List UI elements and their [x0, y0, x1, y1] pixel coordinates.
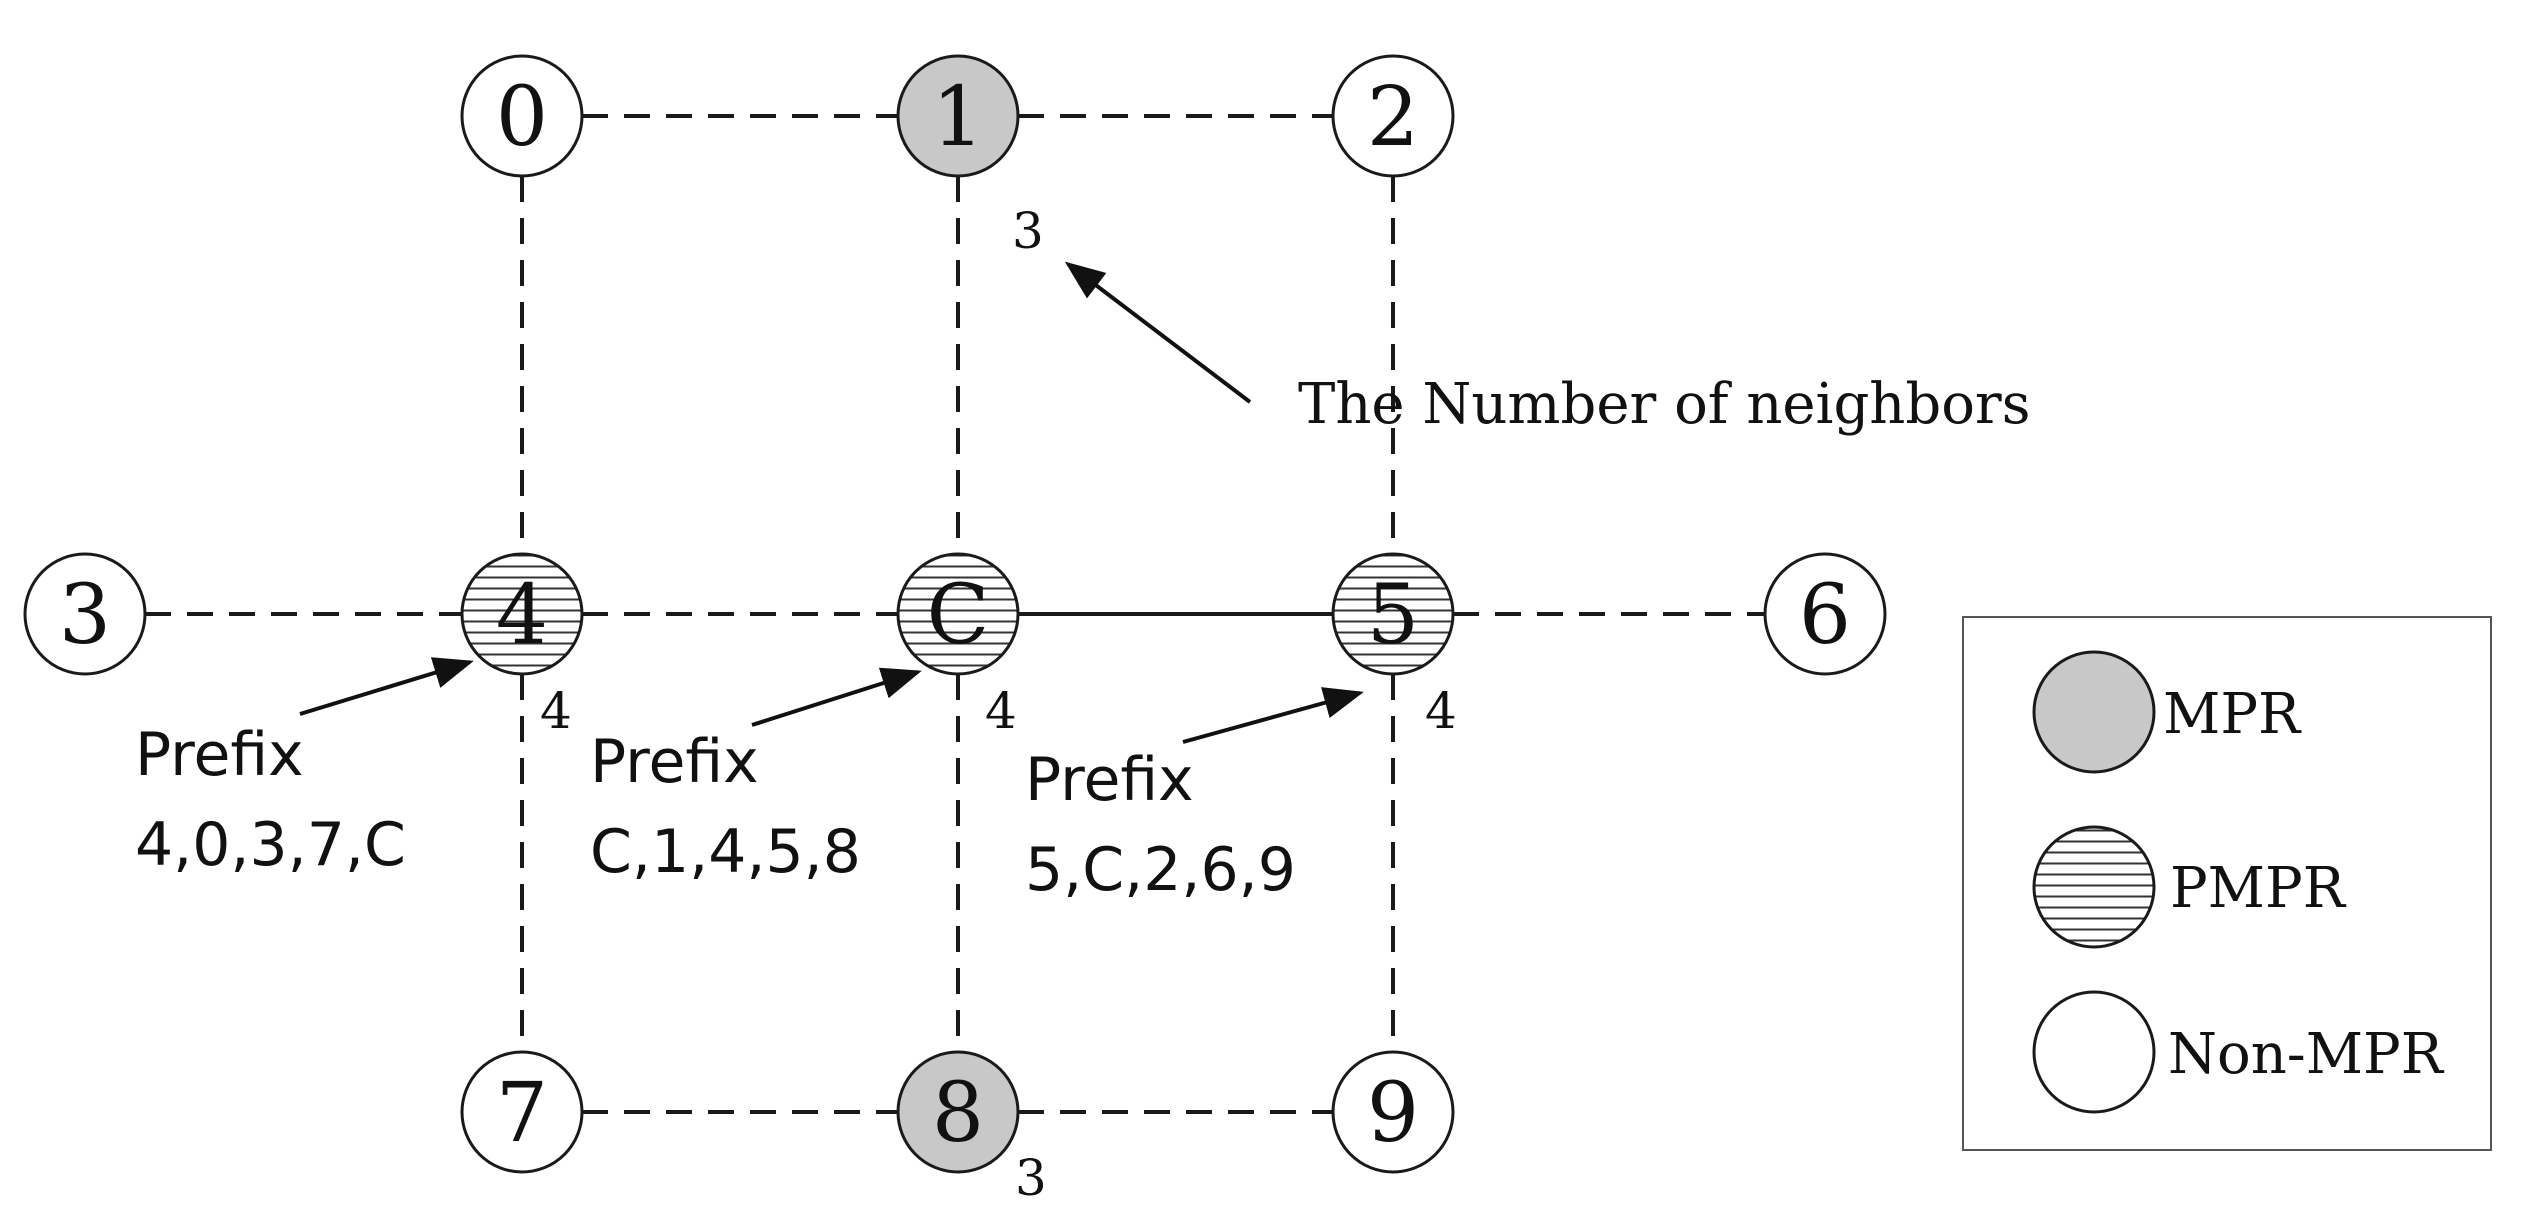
- node-2: 2: [1331, 54, 1455, 178]
- node-8-circle: [896, 1050, 1020, 1174]
- prefix-arrow-c: [751, 667, 922, 727]
- legend-non-mpr-swatch: [2032, 990, 2156, 1114]
- edges: [145, 114, 1765, 1114]
- nodes: 0 1 2 3 4 C 5 6 7 8 9: [23, 54, 1887, 1174]
- node-0-label: 0: [496, 70, 548, 165]
- neighbor-count-node-5: 4: [1425, 682, 1457, 740]
- node-9-label: 9: [1367, 1066, 1419, 1161]
- prefix-arrow-4: [299, 657, 474, 716]
- node-c: C: [896, 552, 1020, 676]
- legend-mpr-swatch: [2032, 650, 2156, 774]
- node-4: 4: [460, 552, 584, 676]
- node-6: 6: [1763, 552, 1887, 676]
- node-2-circle: [1331, 54, 1455, 178]
- node-6-circle: [1763, 552, 1887, 676]
- prefix-label-5: Prefix: [1025, 745, 1194, 815]
- legend: MPR PMPR Non-MPR: [1962, 616, 2492, 1151]
- node-1-circle: [896, 54, 1020, 178]
- node-0: 0: [460, 54, 584, 178]
- node-3: 3: [23, 552, 147, 676]
- prefix-label-4: Prefix: [135, 720, 304, 790]
- node-6-label: 6: [1799, 568, 1851, 663]
- neighbor-count-node-1: 3: [1012, 202, 1044, 260]
- node-c-label: C: [927, 568, 990, 663]
- legend-pmpr-swatch: [2032, 825, 2156, 949]
- node-5: 5: [1331, 552, 1455, 676]
- prefix-label-c: Prefix: [590, 727, 759, 797]
- legend-non-mpr-label: Non-MPR: [2168, 1022, 2445, 1087]
- node-5-label: 5: [1367, 568, 1419, 663]
- prefix-values-c: C,1,4,5,8: [590, 817, 861, 887]
- node-9-circle: [1331, 1050, 1455, 1174]
- legend-mpr-label: MPR: [2163, 682, 2302, 747]
- node-1-label: 1: [932, 70, 984, 165]
- neighbor-count-node-8: 3: [1015, 1149, 1047, 1207]
- prefix-values-4: 4,0,3,7,C: [135, 810, 406, 880]
- legend-pmpr-label: PMPR: [2170, 856, 2347, 921]
- prefix-values-5: 5,C,2,6,9: [1025, 835, 1296, 905]
- annotation-arrow: [1064, 261, 1252, 404]
- node-7-label: 7: [496, 1066, 548, 1161]
- node-8: 8: [896, 1050, 1020, 1174]
- neighbor-count-node-4: 4: [540, 682, 572, 740]
- prefix-arrow-5: [1182, 687, 1364, 744]
- node-4-circle: [460, 552, 584, 676]
- neighbor-count-node-c: 4: [985, 682, 1017, 740]
- node-9: 9: [1331, 1050, 1455, 1174]
- node-1: 1: [896, 54, 1020, 178]
- node-7: 7: [460, 1050, 584, 1174]
- node-2-label: 2: [1367, 70, 1419, 165]
- annotation-text: The Number of neighbors: [1298, 372, 2030, 437]
- node-3-label: 3: [59, 568, 111, 663]
- node-3-circle: [23, 552, 147, 676]
- node-8-label: 8: [932, 1066, 984, 1161]
- node-7-circle: [460, 1050, 584, 1174]
- node-4-label: 4: [496, 568, 548, 663]
- node-5-circle: [1331, 552, 1455, 676]
- node-0-circle: [460, 54, 584, 178]
- node-c-circle: [896, 552, 1020, 676]
